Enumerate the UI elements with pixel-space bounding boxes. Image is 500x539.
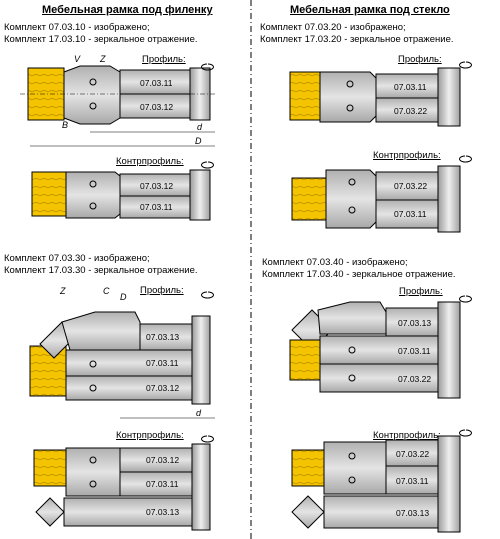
left-profile-label-1: Профиль:: [142, 54, 186, 65]
code-r7: 07.03.22: [398, 374, 431, 384]
right-kit1-line2: Комплект 17.03.20 - зеркальное отражение…: [260, 34, 454, 45]
left-counter-label-2: Контрпрофиль:: [116, 430, 184, 441]
code-l10: 07.03.13: [146, 507, 179, 517]
left-kit1-line1: Комплект 07.03.10 - изображено;: [4, 22, 150, 33]
left-title: Мебельная рамка под филенку: [42, 4, 213, 16]
code-l9: 07.03.11: [146, 479, 179, 489]
left-kit1-line2: Комплект 17.03.10 - зеркальное отражение…: [4, 34, 198, 45]
left-profile-assembly-1: 07.03.11 07.03.12 V Z B d D: [20, 54, 215, 147]
dim-b: B: [62, 120, 68, 130]
right-profile-label-1: Профиль:: [398, 54, 442, 65]
right-counter-assembly-2: 07.03.22 07.03.11 07.03.13: [291, 429, 472, 533]
code-l2: 07.03.12: [140, 102, 173, 112]
dim-z: Z: [99, 54, 106, 64]
dim-d2: d: [196, 408, 202, 418]
code-r3: 07.03.22: [394, 181, 427, 191]
code-l5: 07.03.13: [146, 332, 179, 342]
right-profile-assembly-1: 07.03.11 07.03.22: [289, 61, 472, 127]
dim-z2: Z: [59, 286, 66, 296]
code-r5: 07.03.13: [398, 318, 431, 328]
right-title: Мебельная рамка под стекло: [290, 4, 450, 16]
right-kit1-line1: Комплект 07.03.20 - изображено;: [260, 22, 406, 33]
code-r8: 07.03.22: [396, 449, 429, 459]
right-profile-assembly-2: 07.03.13 07.03.11 07.03.22: [289, 295, 472, 399]
code-l7: 07.03.12: [146, 383, 179, 393]
left-counter-label-1: Контрпрофиль:: [116, 156, 184, 167]
code-r6: 07.03.11: [398, 346, 431, 356]
code-l6: 07.03.11: [146, 358, 179, 368]
code-r4: 07.03.11: [394, 209, 427, 219]
dim-d1: d: [197, 122, 203, 132]
right-kit2-line1: Комплект 07.03.40 - изображено;: [262, 257, 408, 268]
left-counter-assembly-1: 07.03.12 07.03.11: [31, 161, 214, 221]
left-profile-label-2: Профиль:: [140, 285, 184, 296]
left-kit2-line2: Комплект 17.03.30 - зеркальное отражение…: [4, 265, 198, 276]
left-counter-assembly-2: 07.03.12 07.03.11 07.03.13: [33, 435, 214, 531]
code-l1: 07.03.11: [140, 78, 173, 88]
code-r10: 07.03.13: [396, 508, 429, 518]
left-kit2-line1: Комплект 07.03.30 - изображено;: [4, 253, 150, 264]
code-l3: 07.03.12: [140, 181, 173, 191]
code-r2: 07.03.22: [394, 106, 427, 116]
code-l8: 07.03.12: [146, 455, 179, 465]
dim-v: V: [74, 54, 81, 64]
right-counter-assembly-1: 07.03.22 07.03.11: [291, 155, 472, 233]
dim-D1: D: [195, 136, 202, 146]
right-kit2-line2: Комплект 17.03.40 - зеркальное отражение…: [262, 269, 456, 280]
dim-c: C: [103, 286, 110, 296]
right-counter-label-1: Контрпрофиль:: [373, 150, 441, 161]
right-profile-label-2: Профиль:: [399, 286, 443, 297]
code-l4: 07.03.11: [140, 202, 173, 212]
dim-D2: D: [120, 292, 127, 302]
code-r1: 07.03.11: [394, 82, 427, 92]
left-profile-assembly-2: 07.03.13 07.03.11 07.03.12 Z C D d: [29, 286, 215, 419]
right-counter-label-2: Контрпрофиль:: [373, 430, 441, 441]
code-r9: 07.03.11: [396, 476, 429, 486]
